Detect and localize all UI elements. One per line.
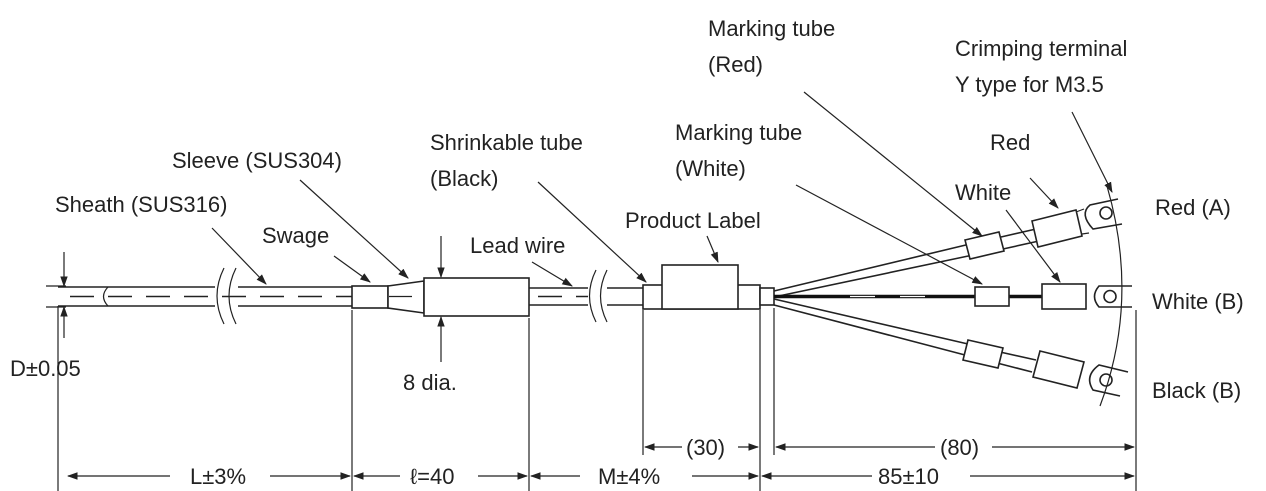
- marking-tube-red-label: Marking tube (Red): [708, 16, 841, 77]
- diameter-dimension: [46, 236, 445, 362]
- white-terminal-sleeve: [1041, 283, 1087, 310]
- swage-part: [351, 285, 389, 309]
- marking-tube-red-part: [964, 231, 1005, 260]
- extension-lines: [57, 306, 1137, 491]
- white-label: White: [955, 180, 1011, 205]
- crimping-terminal-label: Crimping terminal Y type for M3.5: [955, 36, 1134, 97]
- product-label-part: [661, 264, 739, 310]
- swage-label: Swage: [262, 223, 329, 248]
- sleeve-diameter-label: 8 dia.: [403, 370, 457, 395]
- red-terminal-hole: [1099, 206, 1113, 220]
- white-terminal-hole: [1103, 289, 1117, 304]
- red-label: Red: [990, 130, 1030, 155]
- dimension-ell: ℓ=40: [410, 464, 454, 489]
- sleeve-label: Sleeve (SUS304): [172, 148, 342, 173]
- shrinkable-tube-part: [423, 277, 530, 317]
- dimension-85: 85±10: [878, 464, 939, 489]
- leader-lines: [211, 91, 1113, 287]
- diameter-tolerance-label: D±0.05: [10, 356, 81, 381]
- white-wire: [774, 283, 1132, 310]
- red-terminal-sleeve: [1031, 209, 1083, 248]
- dimension-m: M±4%: [598, 464, 660, 489]
- marking-tube-white-part: [974, 286, 1010, 307]
- black-wire: [773, 298, 1129, 397]
- lead-end-part: [759, 287, 775, 306]
- marking-tube-white-label: Marking tube (White): [675, 120, 808, 181]
- black-marking-tube-part: [962, 339, 1004, 369]
- lead-wire: [529, 269, 643, 323]
- dimension-30: (30): [686, 435, 725, 460]
- length-dimension-lines: [66, 443, 1136, 480]
- sheath-label: Sheath (SUS316): [55, 192, 227, 217]
- black-terminal-sleeve: [1032, 350, 1085, 389]
- white-b-label: White (B): [1152, 289, 1244, 314]
- lead-wire-label: Lead wire: [470, 233, 565, 258]
- shrinkable-tube-label: Shrinkable tube (Black): [430, 130, 589, 191]
- red-wire: [773, 198, 1123, 298]
- terminal-arc: [1099, 185, 1123, 407]
- sheath: [58, 286, 352, 307]
- black-b-label: Black (B): [1152, 378, 1241, 403]
- dimension-80: (80): [940, 435, 979, 460]
- dimension-l: L±3%: [190, 464, 246, 489]
- product-label-label: Product Label: [625, 208, 761, 233]
- red-a-label: Red (A): [1155, 195, 1231, 220]
